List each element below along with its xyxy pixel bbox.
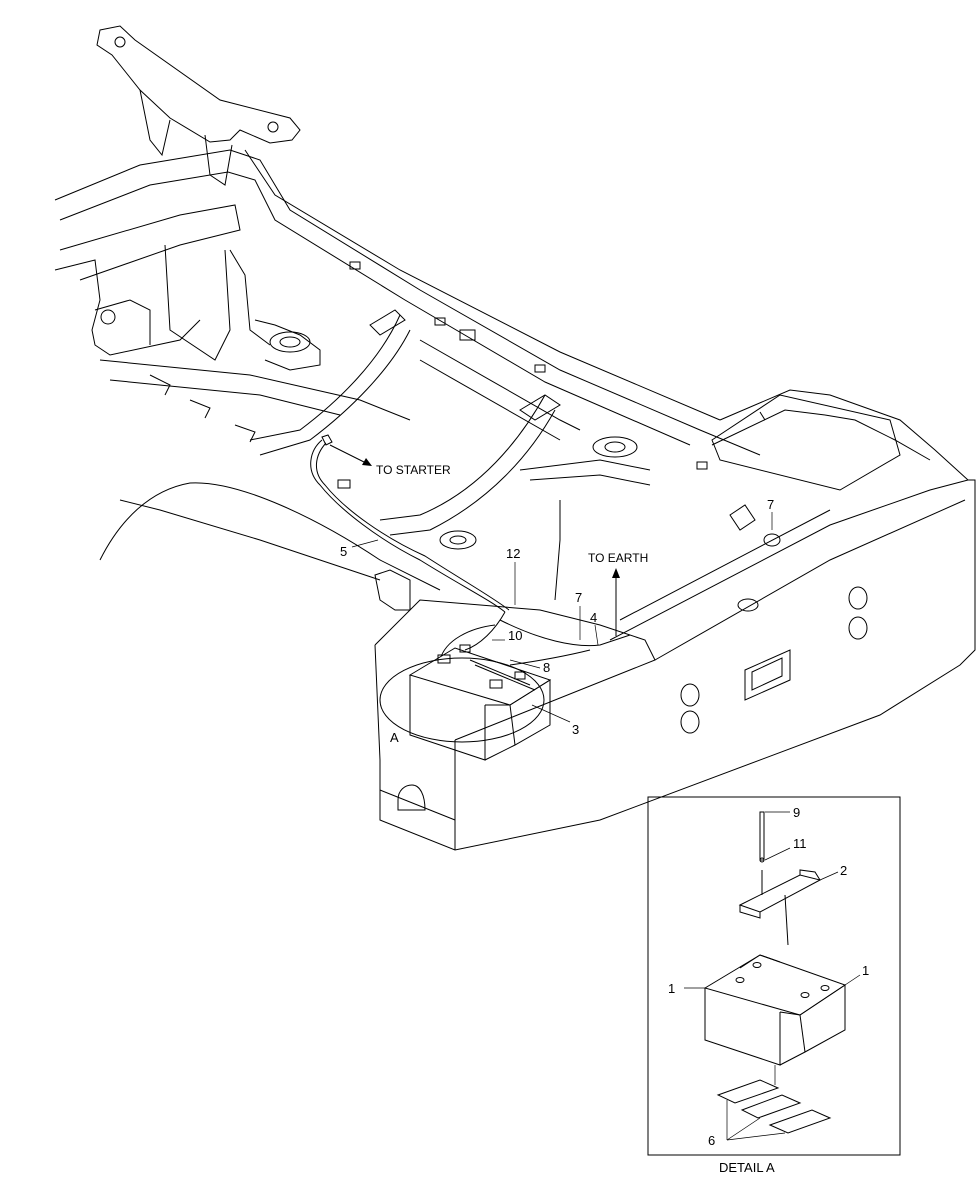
callout-6: 6 bbox=[708, 1133, 715, 1148]
callout-8: 8 bbox=[543, 660, 550, 675]
detail-a-marker: A bbox=[390, 730, 399, 745]
detail-a-circle bbox=[379, 657, 545, 743]
detail-a-caption: DETAIL A bbox=[719, 1160, 775, 1175]
callout-12: 12 bbox=[506, 546, 520, 561]
leader-lines bbox=[329, 444, 781, 723]
cables bbox=[310, 434, 631, 666]
callout-11: 11 bbox=[793, 836, 807, 851]
callout-7-left: 7 bbox=[575, 590, 582, 605]
callout-1-left: 1 bbox=[668, 981, 675, 996]
callout-7-right: 7 bbox=[767, 497, 774, 512]
callout-10: 10 bbox=[508, 628, 522, 643]
callout-4: 4 bbox=[590, 610, 597, 625]
callout-5: 5 bbox=[340, 544, 347, 559]
detail-a-view bbox=[647, 796, 901, 1156]
to-earth-label: TO EARTH bbox=[588, 551, 648, 565]
callout-3: 3 bbox=[572, 722, 579, 737]
callout-2: 2 bbox=[840, 863, 847, 878]
to-starter-label: TO STARTER bbox=[376, 463, 451, 477]
chassis-frame bbox=[54, 25, 976, 851]
battery-pair-main bbox=[408, 644, 552, 761]
callout-9: 9 bbox=[793, 805, 800, 820]
callout-1-right: 1 bbox=[862, 963, 869, 978]
